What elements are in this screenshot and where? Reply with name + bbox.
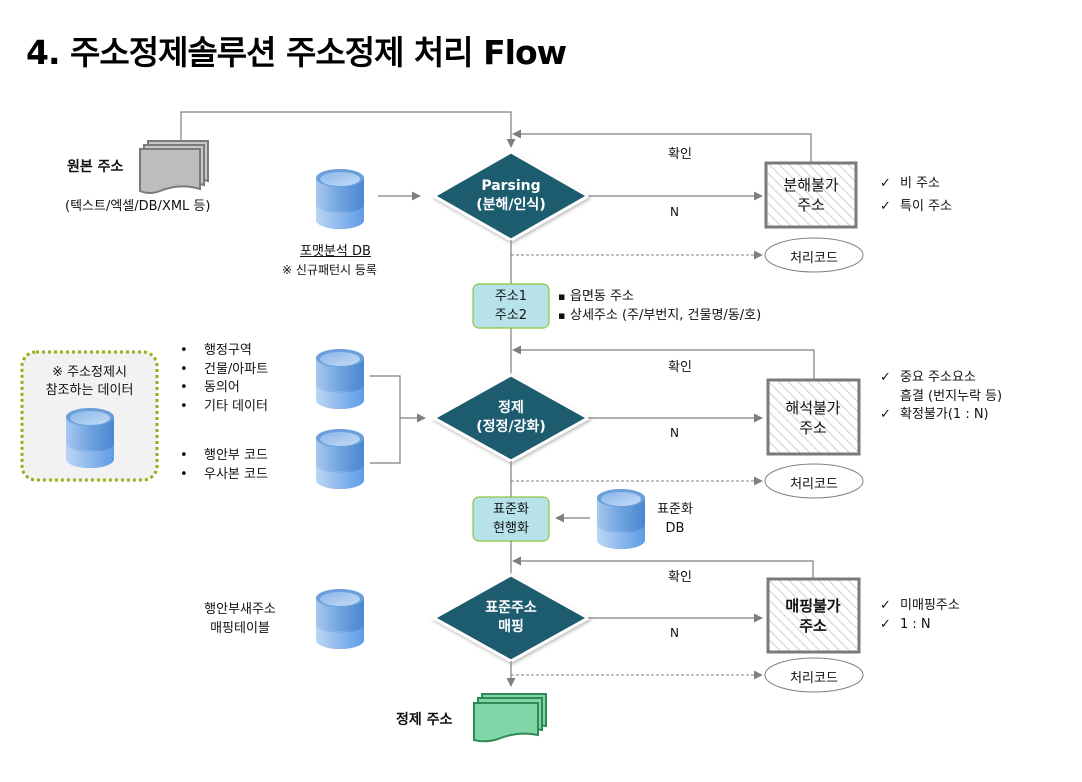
source-label: 원본 주소	[67, 159, 124, 175]
source-document-icon	[139, 140, 209, 194]
parse-code-label: 처리코드	[790, 251, 838, 266]
parse-fail-box	[764, 161, 858, 229]
standard-box-label: 표준화 현행화	[493, 502, 529, 536]
parse-fail-notes: 비 주소 특이 주소	[880, 175, 952, 216]
refine-db1-icon	[316, 349, 364, 409]
mapping-code-label: 처리코드	[790, 671, 838, 686]
parse-code-ellipse	[764, 237, 864, 273]
address-notes: 읍면동 주소 상세주소 (주/부번지, 건물명/동/호)	[558, 288, 761, 325]
source-connector	[180, 111, 516, 148]
mapping-fail-label: 매핑불가 주소	[785, 597, 841, 635]
mapping-db-label: 행안부새주소 매핑테이블	[204, 602, 276, 636]
refine-confirm-label: 확인	[668, 360, 692, 375]
refine-db1-items: 행정구역 건물/아파트 동의어 기타 데이터	[180, 342, 268, 416]
parse-confirm-arrow	[512, 129, 812, 163]
refine-code-label: 처리코드	[790, 477, 838, 492]
refine-fail-notes: 중요 주소요소 흠결 (번지누락 등) 확정불가(1 : N)	[880, 369, 1002, 425]
refine-no-label: N	[670, 426, 679, 440]
standard-db-label: 표준화 DB	[657, 502, 693, 536]
page-title: 4. 주소정제솔루션 주소정제 처리 Flow	[26, 33, 567, 72]
mapping-fail-box	[766, 577, 861, 654]
refine-fail-label: 해석불가 주소	[785, 399, 841, 437]
refine-fail-box	[766, 378, 861, 456]
mapping-confirm-label: 확인	[668, 570, 692, 585]
mapping-fail-notes: 미매핑주소 1 : N	[880, 597, 960, 634]
mapping-confirm-arrow	[512, 556, 814, 579]
parse-no-label: N	[670, 205, 679, 219]
parsing-diamond-label: Parsing (분해/인식)	[476, 178, 546, 213]
reference-db-icon	[66, 408, 114, 468]
format-db-label: 포맷분석 DB	[300, 244, 371, 259]
refine-db2-icon	[316, 429, 364, 489]
mapping-no-label: N	[670, 626, 679, 640]
mapping-db-icon	[316, 589, 364, 649]
mapping-diamond-label: 표준주소 매핑	[485, 600, 537, 635]
parse-fail-label: 분해불가 주소	[783, 176, 839, 214]
standard-db-icon	[597, 489, 645, 549]
parse-confirm-label: 확인	[668, 147, 692, 162]
address-box-label: 주소1 주소2	[494, 289, 528, 323]
refine-code-ellipse	[764, 463, 864, 499]
result-label: 정제 주소	[396, 712, 453, 728]
reference-data-title: ※ 주소정제시 참조하는 데이터	[45, 365, 134, 398]
refine-confirm-arrow	[512, 345, 815, 380]
result-document-icon	[473, 693, 547, 743]
mapping-code-ellipse	[764, 657, 864, 693]
format-db-icon	[316, 169, 364, 229]
refine-db2-items: 행안부 코드 우사본 코드	[180, 447, 268, 484]
refine-diamond-label: 정제 (정정/강화)	[476, 400, 546, 435]
format-db-note: ※ 신규패턴시 등록	[282, 263, 377, 277]
source-sublabel: (텍스트/엑셀/DB/XML 등)	[65, 199, 211, 214]
